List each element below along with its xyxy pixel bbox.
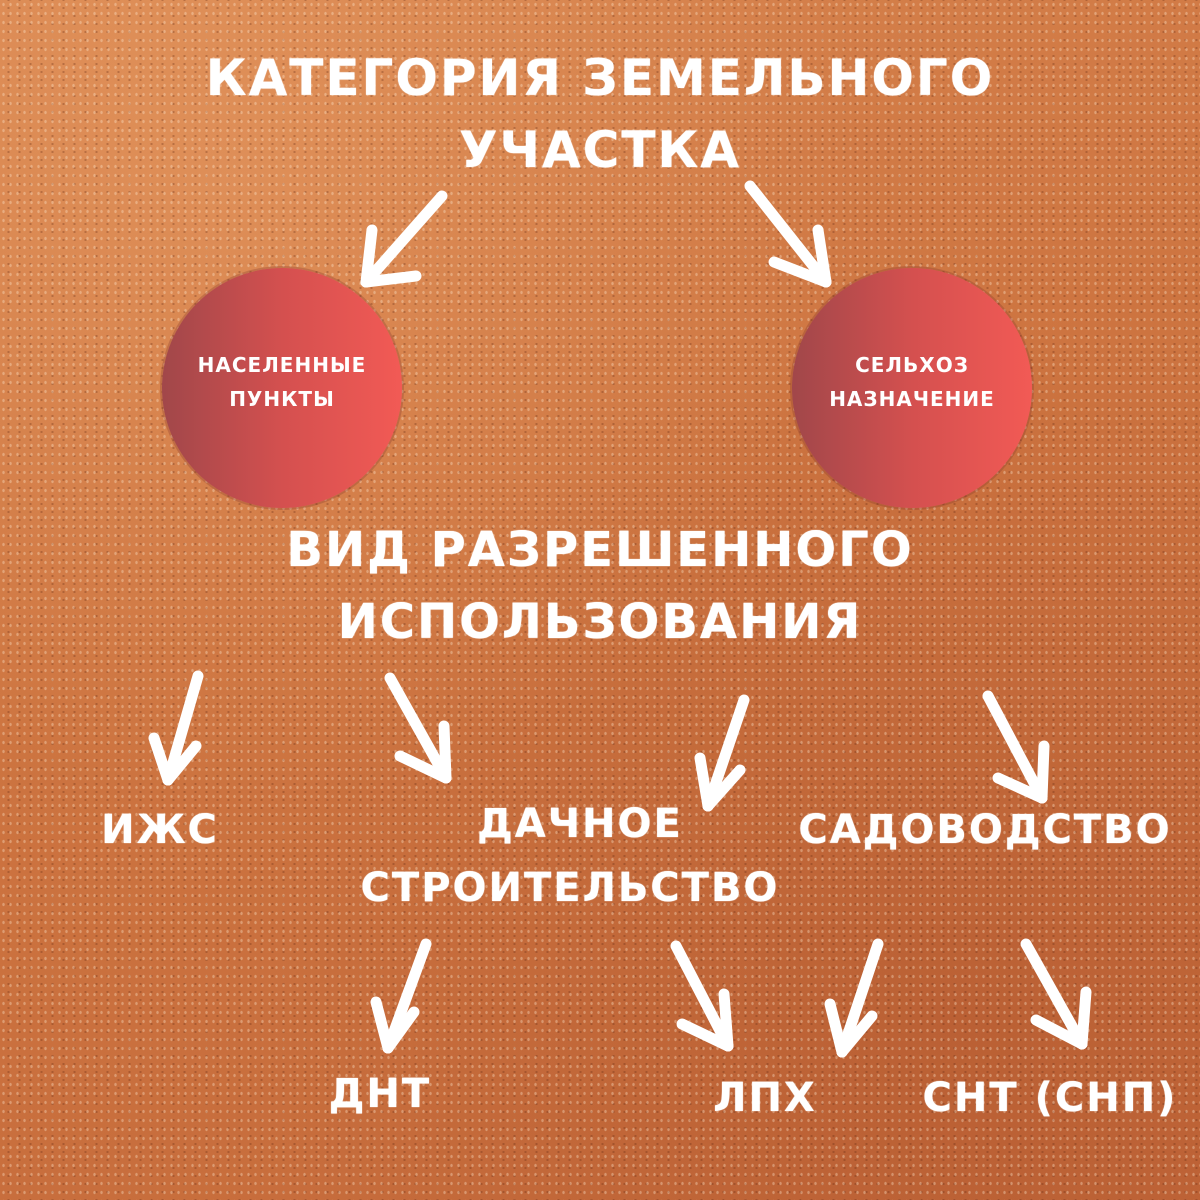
use-dacha-line-1: ДАЧНОЕ: [477, 801, 683, 847]
category-circle-agricultural: [792, 268, 1032, 508]
use-gardening: САДОВОДСТВО: [798, 807, 1172, 853]
category-label-settlements: НАСЕЛЕННЫЕ ПУНКТЫ: [162, 348, 402, 416]
diagram-title-line-1: КАТЕГОРИЯ ЗЕМЕЛЬНОГО: [205, 49, 995, 107]
use-izhs: ИЖС: [101, 807, 219, 853]
arrow-icon: [148, 670, 204, 786]
arrow-icon: [694, 694, 750, 812]
arrow-icon: [744, 180, 832, 288]
subtitle-line-2: ИСПОЛЬЗОВАНИЯ: [337, 594, 863, 650]
category-circle-settlements: [162, 268, 402, 508]
arrow-icon: [1020, 938, 1092, 1050]
arrow-icon: [360, 190, 448, 288]
category-label-agricultural-line-1: СЕЛЬХОЗ: [855, 353, 969, 377]
category-label-settlements-line-1: НАСЕЛЕННЫЕ: [197, 353, 367, 377]
arrow-icon: [824, 938, 884, 1058]
arrow-icon: [384, 672, 452, 784]
category-label-agricultural: СЕЛЬХОЗ НАЗНАЧЕНИЕ: [792, 348, 1032, 416]
arrow-icon: [370, 938, 432, 1054]
use-dacha-line-2: СТРОИТЕЛЬСТВО: [360, 865, 780, 911]
sub-use-snt: СНТ (СНП): [922, 1075, 1178, 1121]
category-label-agricultural-line-2: НАЗНАЧЕНИЕ: [829, 387, 995, 411]
category-label-settlements-line-2: ПУНКТЫ: [229, 387, 335, 411]
sub-use-lph: ЛПХ: [713, 1075, 817, 1121]
diagram-title-line-2: УЧАСТКА: [458, 121, 742, 179]
arrow-icon: [982, 690, 1050, 804]
sub-use-dnt: ДНТ: [328, 1071, 432, 1117]
subtitle-line-1: ВИД РАЗРЕШЕННОГО: [286, 522, 914, 578]
arrow-icon: [670, 940, 734, 1052]
